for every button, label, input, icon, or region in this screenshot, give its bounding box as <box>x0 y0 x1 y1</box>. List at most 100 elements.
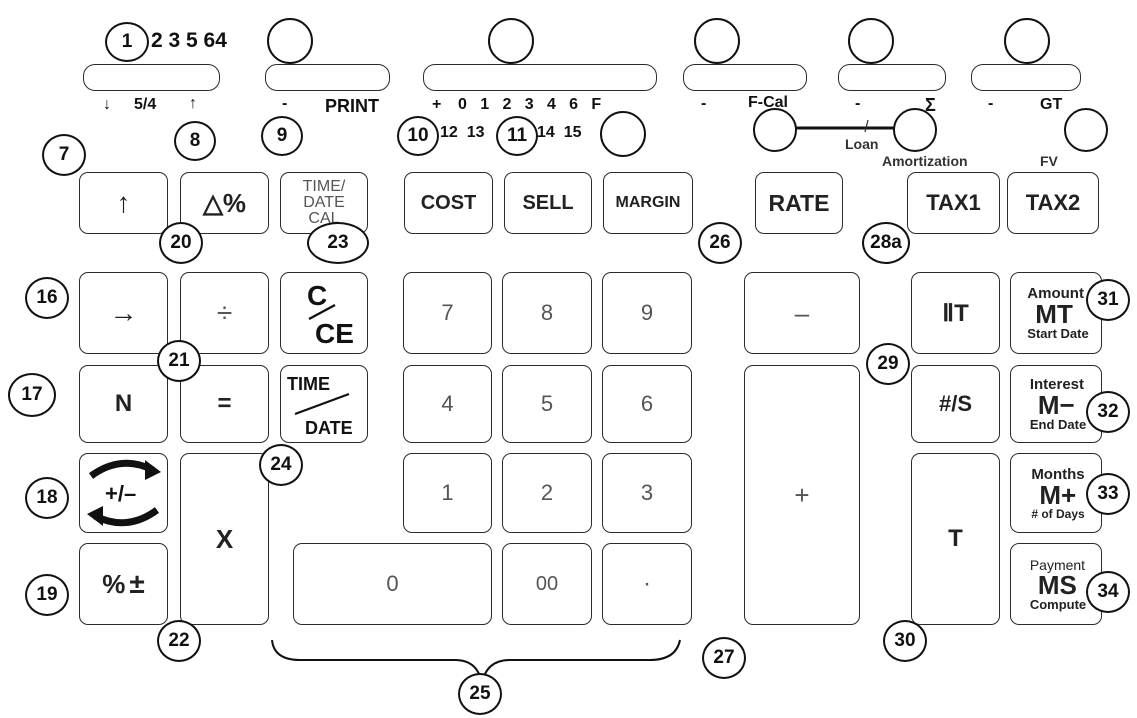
loan-mode-circle <box>753 108 797 152</box>
amount-sublabel: Amount <box>1027 285 1084 302</box>
callout-9: 9 <box>261 116 303 156</box>
callout-16: 16 <box>25 277 69 319</box>
sigma-selector-circle <box>848 18 894 64</box>
decimal-f-circle <box>600 111 646 157</box>
digit-00-key[interactable]: 00 <box>502 543 592 625</box>
multiply-key[interactable]: X <box>180 453 269 625</box>
divide-key[interactable]: ÷ <box>180 272 269 354</box>
callout-23: 23 <box>307 222 369 264</box>
sigma-selector-track[interactable] <box>838 64 946 91</box>
print-selector-track[interactable] <box>265 64 390 91</box>
clear-entry-key[interactable]: C CE <box>280 272 368 354</box>
sign-label: +/– <box>105 481 136 506</box>
digit-7-label: 7 <box>441 300 454 325</box>
digit-6-key[interactable]: 6 <box>602 365 692 443</box>
rounding-down-label: ↓ <box>103 96 111 113</box>
gt-selector-track[interactable] <box>971 64 1081 91</box>
rounding-up-label: ↑ <box>189 95 197 112</box>
time-label: TIME <box>287 374 330 394</box>
digit-1-label: 1 <box>441 480 454 505</box>
ce-label: CE <box>315 318 354 349</box>
callout-24: 24 <box>259 444 303 486</box>
minus-key[interactable]: – <box>744 272 860 354</box>
digit-0-key[interactable]: 0 <box>293 543 492 625</box>
non-add-subtotal-label: #/S <box>938 391 973 416</box>
digit-8-key[interactable]: 8 <box>502 272 592 354</box>
digit-5-label: 5 <box>540 391 554 416</box>
n-key[interactable]: N <box>79 365 168 443</box>
callout-22: 22 <box>157 620 201 662</box>
time-date-cal-key[interactable]: TIME/ DATE CAL <box>280 172 368 234</box>
fcal-off-label: - <box>701 95 707 112</box>
sigma-on-label: Σ <box>925 95 936 115</box>
sell-key[interactable]: SELL <box>504 172 592 234</box>
callout-29: 29 <box>866 343 910 385</box>
callout-20: 20 <box>159 222 203 264</box>
rounding-selector-track[interactable] <box>83 64 220 91</box>
minus-label: – <box>794 297 810 328</box>
rounding-up-key[interactable]: ↑ <box>79 172 168 234</box>
compute-sublabel: Compute <box>1029 596 1087 612</box>
digit-0-label: 0 <box>386 571 399 596</box>
delta-percent-key[interactable]: △% <box>180 172 269 234</box>
rounding-mid-label: 5/4 <box>134 96 157 113</box>
time-date-cal-line2: DATE <box>303 194 345 211</box>
rounding-right-key[interactable]: → <box>79 272 168 354</box>
decimal-selector-track[interactable] <box>423 64 657 91</box>
total-label: T <box>948 525 963 552</box>
cost-key[interactable]: COST <box>404 172 493 234</box>
digit-8-label: 8 <box>540 300 554 325</box>
callout-32: 32 <box>1086 391 1130 433</box>
plus-key[interactable]: + <box>744 365 860 625</box>
decimal-sub-label: 12 13 <box>440 124 485 141</box>
item-count-total-label: ⅡT <box>942 299 969 327</box>
interest-sublabel: Interest <box>1029 376 1085 393</box>
n-label: N <box>114 390 133 417</box>
digit-00-label: 00 <box>535 572 559 595</box>
callout-34: 34 <box>1086 571 1130 613</box>
end-date-sublabel: End Date <box>1029 417 1087 432</box>
item-count-total-key[interactable]: ⅡT <box>911 272 1000 354</box>
right-arrow-icon: → <box>109 297 138 328</box>
time-date-key[interactable]: TIME DATE <box>280 365 368 443</box>
multiply-label: X <box>215 523 234 554</box>
months-sublabel: Months <box>1031 465 1085 483</box>
callout-1: 1 <box>105 22 149 62</box>
callout-21: 21 <box>157 340 201 382</box>
digit-9-key[interactable]: 9 <box>602 272 692 354</box>
non-add-subtotal-key[interactable]: #/S <box>911 365 1000 443</box>
decimal-point-key[interactable]: · <box>602 543 692 625</box>
rate-key[interactable]: RATE <box>755 172 843 234</box>
digit-3-key[interactable]: 3 <box>602 453 692 533</box>
digit-7-key[interactable]: 7 <box>403 272 492 354</box>
digit-1-key[interactable]: 1 <box>403 453 492 533</box>
digit-2-key[interactable]: 2 <box>502 453 592 533</box>
tax2-key[interactable]: TAX2 <box>1007 172 1099 234</box>
callout-33: 33 <box>1086 473 1130 515</box>
margin-key[interactable]: MARGIN <box>603 172 693 234</box>
callout-8: 8 <box>174 121 216 161</box>
equals-key[interactable]: = <box>180 365 269 443</box>
decimal-digits-label: 0 1 2 3 4 6 F <box>458 96 602 113</box>
number-of-days-sublabel: # of Days <box>1031 506 1085 521</box>
tax1-key[interactable]: TAX1 <box>907 172 1000 234</box>
callout-10: 10 <box>397 116 439 156</box>
decimal-selector-circle <box>488 18 534 64</box>
tax1-label: TAX1 <box>926 190 981 215</box>
memory-total-key[interactable]: Amount MT Start Date <box>1010 272 1102 354</box>
fcal-selector-track[interactable] <box>683 64 807 91</box>
digit-5-key[interactable]: 5 <box>502 365 592 443</box>
digit-2-label: 2 <box>540 480 554 505</box>
gt-on-label: GT <box>1040 96 1063 113</box>
gt-off-label: - <box>988 95 994 112</box>
digit-4-key[interactable]: 4 <box>403 365 492 443</box>
decimal-sub2-label: 14 15 <box>537 124 582 141</box>
total-key[interactable]: T <box>911 453 1000 625</box>
start-date-sublabel: Start Date <box>1027 326 1089 341</box>
sign-change-key[interactable]: +/– <box>79 453 168 533</box>
percent-plus-minus-key[interactable]: % ± <box>79 543 168 625</box>
tax2-label: TAX2 <box>1025 190 1081 215</box>
callout-27: 27 <box>702 637 746 679</box>
fcal-selector-circle <box>694 18 740 64</box>
rounding-header-label: 2 3 5 64 <box>151 29 227 52</box>
